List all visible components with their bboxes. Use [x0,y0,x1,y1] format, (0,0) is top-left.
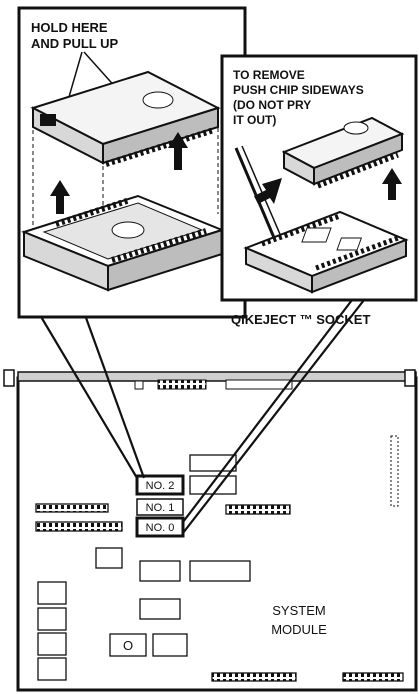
hold-here-label-line-1: HOLD HERE [31,20,108,35]
right-callout-panel: TO REMOVE PUSH CHIP SIDEWAYS (DO NOT PRY… [222,56,416,327]
slot-no2-label: NO. 2 [146,480,175,492]
system-module-board: NO. 2 NO. 1 NO. 0 [4,370,416,690]
system-module-label-line-1: SYSTEM [272,603,325,618]
remove-instruction-line-4: IT OUT) [233,113,276,127]
remove-instruction-line-2: PUSH CHIP SIDEWAYS [233,83,364,97]
round-component-label: O [123,638,133,653]
slot-no2: NO. 2 [137,476,183,494]
remove-instruction-line-1: TO REMOVE [233,68,305,82]
hold-here-label-line-2: AND PULL UP [31,36,118,51]
slot-no1: NO. 1 [137,499,183,515]
remove-instruction-line-3: (DO NOT PRY [233,98,311,112]
system-module-label-line-2: MODULE [271,622,327,637]
slot-no0-label: NO. 0 [146,522,175,534]
slot-no0: NO. 0 [137,518,183,536]
side-pin-header [391,436,398,506]
left-callout-panel: HOLD HERE AND PULL UP [19,8,245,317]
qikeject-socket-caption: QIKEJECT ™ SOCKET [231,312,370,327]
slot-no1-label: NO. 1 [146,502,175,514]
